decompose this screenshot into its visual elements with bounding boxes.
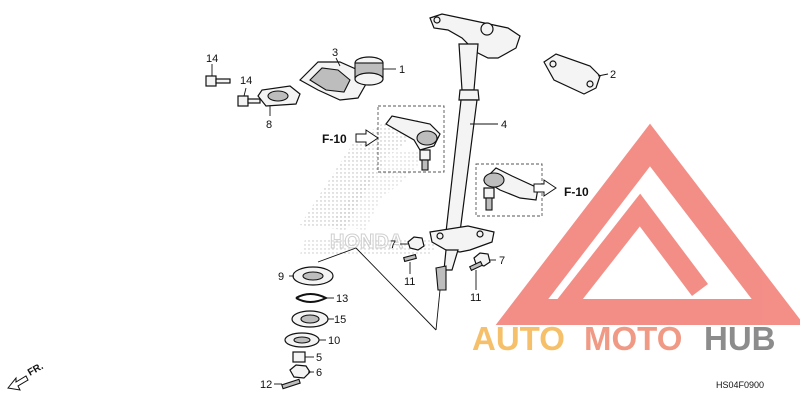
- ref-label-left: F-10: [322, 132, 347, 146]
- tie-rod-left-box: [377, 105, 445, 173]
- diagram-code: HS04F0900: [716, 380, 764, 390]
- callout-12: 12: [260, 379, 272, 391]
- watermark-hub: HUB: [704, 320, 776, 357]
- bolt-14b: [237, 95, 261, 107]
- circlip-13: [295, 293, 329, 303]
- tie-rod-end-left: [385, 115, 441, 171]
- callout-14b: 14: [240, 75, 252, 87]
- callout-4: 4: [501, 119, 507, 131]
- watermark-text: AUTO MOTO HUB: [472, 320, 776, 357]
- callout-numbers: 1 2 3 4 5 6 7 7 8 9 10 11 11 12 13 14 14…: [206, 47, 616, 391]
- watermark-moto: MOTO: [584, 320, 682, 357]
- steering-shaft: [429, 13, 521, 291]
- bolt-14a: [205, 75, 231, 87]
- honda-wing-background: HONDA: [300, 118, 440, 255]
- callout-14a: 14: [206, 53, 218, 65]
- clamp-8: [257, 85, 301, 107]
- cover-2: [543, 53, 601, 95]
- bracket-3: [299, 61, 367, 101]
- watermark-auto: AUTO: [472, 320, 565, 357]
- cotter-pin-11b: [468, 260, 484, 272]
- callout-3: 3: [332, 47, 338, 59]
- callout-2: 2: [610, 69, 616, 81]
- nut-7a: [407, 236, 425, 251]
- watermark-triangle-logo: [495, 123, 800, 325]
- honda-logo-text: HONDA: [330, 231, 403, 253]
- callout-11b: 11: [470, 292, 481, 304]
- ref-arrow-right: [533, 179, 557, 197]
- callout-10: 10: [328, 335, 340, 347]
- front-label: FR.: [26, 361, 46, 379]
- callout-15: 15: [334, 314, 346, 326]
- tie-rod-end-right: [483, 167, 539, 211]
- callout-9: 9: [278, 271, 284, 283]
- bearing-9: [292, 266, 334, 286]
- callout-7a: 7: [390, 239, 396, 251]
- seal-10: [284, 332, 320, 348]
- callout-5: 5: [316, 352, 322, 364]
- washer-5: [292, 351, 306, 363]
- ref-label-right: F-10: [564, 185, 589, 199]
- bushing-1: [354, 56, 384, 86]
- cotter-pin-12: [281, 378, 301, 390]
- leader-lines: [211, 57, 609, 385]
- callout-8: 8: [266, 119, 272, 131]
- nut-6: [289, 364, 311, 379]
- ref-arrow-left: [355, 129, 379, 147]
- cotter-pin-11a: [403, 253, 417, 263]
- callout-1: 1: [399, 64, 405, 76]
- callout-11a: 11: [404, 276, 415, 288]
- callout-7b: 7: [499, 255, 505, 267]
- bearing-15: [291, 310, 329, 328]
- callout-6: 6: [316, 367, 322, 379]
- callout-13: 13: [336, 293, 348, 305]
- front-direction-arrow: FR.: [7, 361, 46, 391]
